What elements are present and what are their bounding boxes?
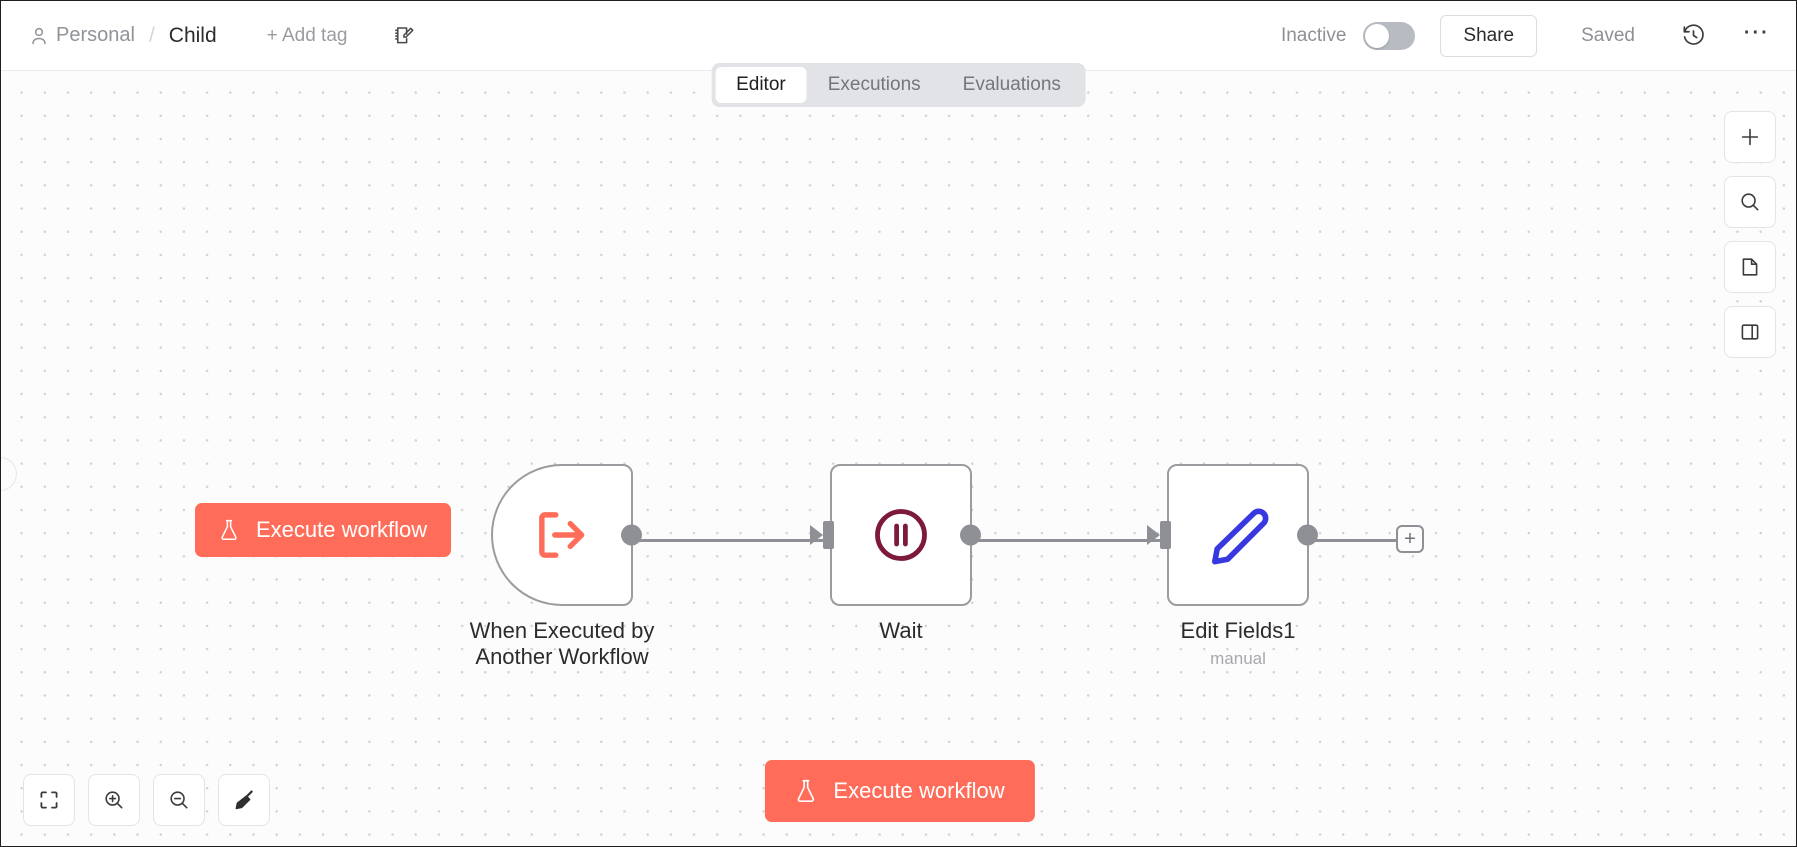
- node-when-executed-by-another-workflow[interactable]: When Executed by Another Workflow: [470, 464, 654, 669]
- node-wait[interactable]: Wait: [823, 464, 981, 643]
- zoom-in-icon: [102, 788, 126, 812]
- save-status-label: Saved: [1581, 24, 1635, 46]
- ellipsis-icon[interactable]: ⋯: [1742, 16, 1770, 46]
- flask-icon: [219, 519, 239, 541]
- breadcrumb-project[interactable]: Personal: [31, 24, 135, 47]
- connection-edit-fields-to-add[interactable]: [1314, 539, 1396, 542]
- workflow-name[interactable]: Child: [168, 23, 217, 47]
- activation-toggle[interactable]: [1363, 21, 1416, 50]
- node-output-endpoint-edit-fields[interactable]: [1297, 524, 1318, 546]
- broom-icon: [232, 788, 256, 812]
- node-output-endpoint-wait[interactable]: [960, 524, 981, 546]
- sticky-note-icon: [1738, 255, 1762, 279]
- zoom-out-icon: [167, 788, 191, 812]
- notebook-pencil-icon[interactable]: [391, 23, 417, 49]
- node-label-edit-fields-title: Edit Fields1: [1180, 618, 1296, 643]
- share-button[interactable]: Share: [1440, 14, 1538, 57]
- clock-history-icon[interactable]: [1679, 22, 1707, 50]
- canvas-side-toolbar: [1724, 111, 1776, 358]
- connection-wait-to-edit-fields[interactable]: [977, 539, 1172, 542]
- activation-status-label: Inactive: [1280, 24, 1347, 46]
- add-node-button[interactable]: [1724, 111, 1776, 163]
- breadcrumb-project-label: Personal: [56, 24, 135, 46]
- execute-workflow-pinned-button[interactable]: Execute workflow: [195, 503, 452, 557]
- breadcrumb: Personal / Child: [31, 24, 217, 48]
- toggle-panel-button[interactable]: [1724, 306, 1776, 358]
- execute-arrow-icon: [531, 504, 593, 566]
- tab-evaluations[interactable]: Evaluations: [942, 67, 1082, 103]
- node-subtitle-edit-fields: manual: [1210, 648, 1266, 668]
- tab-executions[interactable]: Executions: [807, 67, 942, 103]
- zoom-out-button[interactable]: [153, 774, 205, 826]
- add-node-after-edit-fields-button[interactable]: +: [1396, 525, 1424, 553]
- workflow-canvas[interactable]: Execute workflow When Executed by Anothe…: [1, 71, 1796, 846]
- tab-editor[interactable]: Editor: [715, 67, 807, 103]
- person-icon: [31, 27, 47, 45]
- fit-screen-icon: [37, 788, 61, 812]
- add-sticky-note-button[interactable]: [1724, 241, 1776, 293]
- execute-workflow-button[interactable]: Execute workflow: [764, 760, 1035, 822]
- node-input-endpoint-wait[interactable]: [823, 521, 834, 549]
- node-edit-fields1[interactable]: Edit Fields1 manual: [1160, 464, 1318, 668]
- canvas-bottom-toolbar: [23, 774, 270, 826]
- connection-trigger-to-wait[interactable]: [639, 539, 834, 542]
- plus-icon: [1738, 125, 1762, 149]
- node-output-endpoint-trigger[interactable]: [621, 524, 642, 546]
- toggle-knob: [1365, 23, 1390, 48]
- zoom-in-button[interactable]: [88, 774, 140, 826]
- execute-workflow-label: Execute workflow: [833, 778, 1005, 803]
- node-label-trigger: When Executed by Another Workflow: [469, 618, 655, 669]
- tidy-up-button[interactable]: [218, 774, 270, 826]
- panel-toggle-icon: [1738, 320, 1762, 344]
- zoom-to-fit-button[interactable]: [23, 774, 75, 826]
- offscreen-node-marker: [1, 457, 17, 491]
- search-icon: [1738, 190, 1762, 214]
- flask-icon: [794, 779, 816, 803]
- breadcrumb-separator: /: [148, 23, 155, 47]
- execute-workflow-pinned-label: Execute workflow: [256, 517, 428, 542]
- add-tag-button[interactable]: + Add tag: [266, 24, 348, 46]
- pencil-icon: [1206, 503, 1270, 567]
- pause-circle-icon: [870, 504, 932, 566]
- plus-icon: +: [1404, 528, 1416, 550]
- header-right-controls: Inactive Share Saved ⋯: [1280, 14, 1796, 57]
- view-tabs: Editor Executions Evaluations: [711, 63, 1086, 107]
- node-label-edit-fields: Edit Fields1 manual: [1181, 618, 1296, 669]
- node-label-wait: Wait: [879, 618, 923, 643]
- top-header-bar: Personal / Child + Add tag Inactive Shar…: [1, 1, 1796, 71]
- search-nodes-button[interactable]: [1724, 176, 1776, 228]
- node-input-endpoint-edit-fields[interactable]: [1160, 521, 1171, 549]
